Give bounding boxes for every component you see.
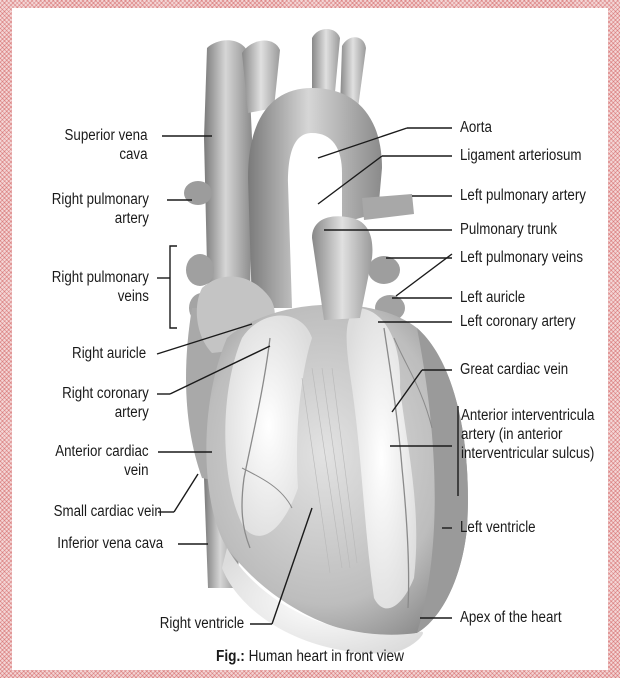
label-small-cardiac-vein: Small cardiac vein <box>54 502 162 521</box>
label-left-coronary-artery: Left coronary artery <box>460 312 576 331</box>
figure-caption: Fig.: Human heart in front view <box>48 648 572 666</box>
label-anterior-interventricular-artery: Anterior interventricula artery (in ante… <box>461 406 594 463</box>
label-anterior-cardiac-vein: Anterior cardiac vein <box>56 442 149 480</box>
pulmonary-trunk-shape <box>312 216 372 320</box>
label-apex-of-the-heart: Apex of the heart <box>460 608 562 627</box>
label-right-ventricle: Right ventricle <box>160 614 244 633</box>
label-left-auricle: Left auricle <box>460 288 525 307</box>
figure-frame: Superior vena cava Right pulmonary arter… <box>12 8 608 670</box>
label-pulmonary-trunk: Pulmonary trunk <box>460 220 557 239</box>
label-left-pulmonary-artery: Left pulmonary artery <box>460 186 586 205</box>
label-left-pulmonary-veins: Left pulmonary veins <box>460 248 583 267</box>
label-right-coronary-artery: Right coronary artery <box>62 384 149 422</box>
caption-prefix: Fig.: <box>216 648 245 665</box>
heart-illustration <box>12 8 608 670</box>
label-left-ventricle: Left ventricle <box>460 518 536 537</box>
label-inferior-vena-cava: Inferior vena cava <box>57 534 163 553</box>
label-great-cardiac-vein: Great cardiac vein <box>460 360 568 379</box>
caption-text: Human heart in front view <box>245 648 404 665</box>
label-ligament-arteriosum: Ligament arteriosum <box>460 146 582 165</box>
label-superior-vena-cava: Superior vena cava <box>65 126 148 164</box>
label-right-auricle: Right auricle <box>72 344 146 363</box>
label-right-pulmonary-veins: Right pulmonary veins <box>52 268 149 306</box>
label-aorta: Aorta <box>460 118 492 137</box>
label-right-pulmonary-artery: Right pulmonary artery <box>52 190 149 228</box>
